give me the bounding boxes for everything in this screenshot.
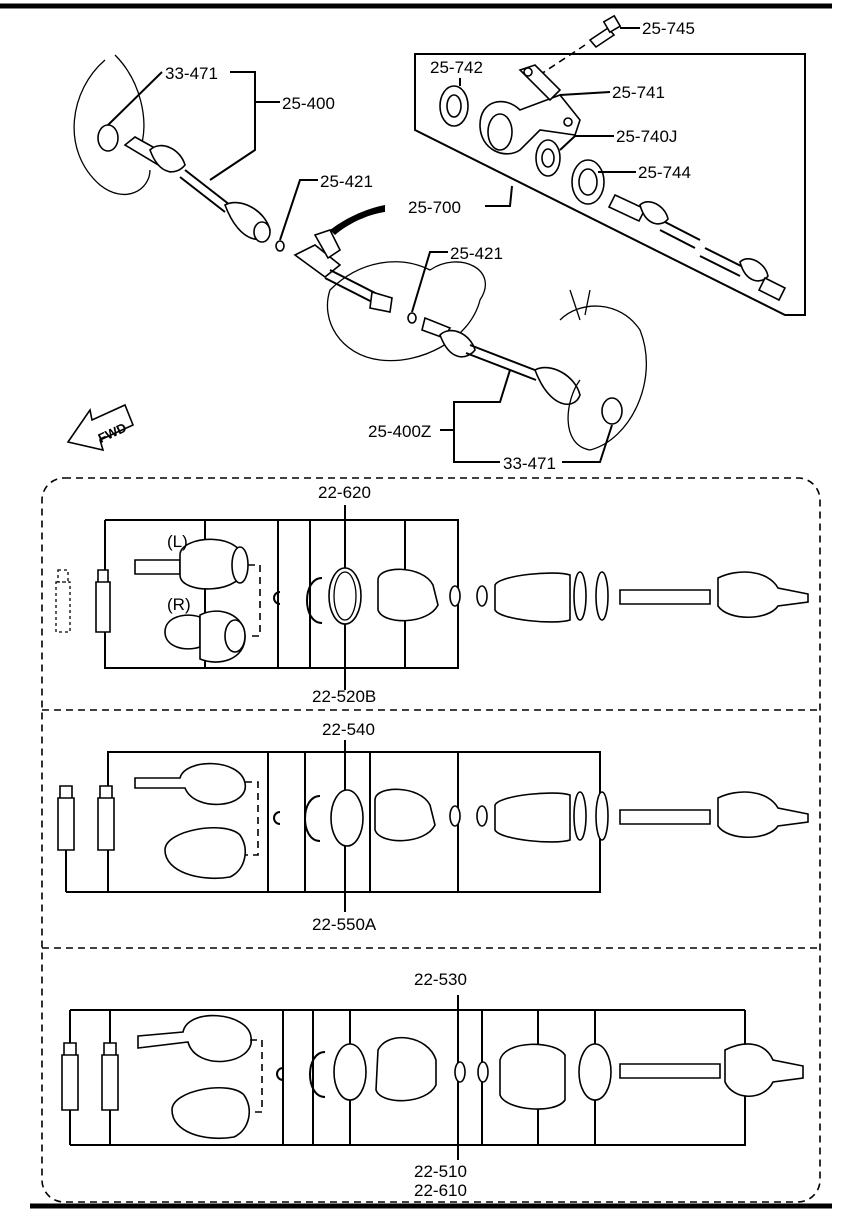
- circlip-p3: [276, 1067, 284, 1081]
- leader-33471b: [562, 424, 613, 463]
- grease-tube-p3b: [101, 1042, 119, 1111]
- inner-joint-p2: [717, 791, 809, 838]
- kit-panel-2: [57, 740, 809, 912]
- band-p2: [330, 789, 364, 847]
- label-25-742: 25-742: [430, 58, 483, 77]
- pointer-arrow: [330, 205, 385, 235]
- label-25-400z: 25-400Z: [368, 422, 431, 441]
- label-22-550a: 22-550A: [312, 915, 377, 934]
- circlip-left: [275, 240, 285, 252]
- label-r-side: (R): [167, 595, 191, 614]
- left-hub-nut: [97, 124, 119, 152]
- grease-tube-b: [95, 569, 111, 633]
- label-22-520b: 22-520B: [312, 687, 376, 706]
- grease-tube-p2b: [97, 785, 115, 851]
- transmission-outline: [326, 261, 487, 362]
- grease-tube-p3a: [61, 1042, 79, 1111]
- outer-boot-p2a: [134, 762, 246, 806]
- outer-boot-p3b: [171, 1087, 250, 1140]
- inner-boot-p2: [374, 788, 436, 842]
- seal-25742: [439, 78, 469, 127]
- right-hub-outline: [559, 305, 647, 451]
- right-driveshaft: [421, 316, 581, 405]
- label-22-610: 22-610: [414, 1181, 467, 1200]
- band-p3b: [578, 1043, 612, 1101]
- bearing-25740j: [535, 135, 614, 177]
- label-l-side: (L): [167, 532, 188, 551]
- circlip-p2: [273, 811, 281, 825]
- leader-25700: [485, 185, 513, 207]
- center-intermediate-shaft: [293, 229, 393, 313]
- label-25-700: 25-700: [408, 198, 461, 217]
- label-22-530: 22-530: [414, 970, 467, 989]
- label-25-400: 25-400: [282, 94, 335, 113]
- inner-boot-p3: [375, 1036, 437, 1102]
- outer-joint-l: [134, 538, 249, 590]
- kit-panels-frame: [41, 477, 821, 1203]
- outer-boot-p3: [499, 1043, 566, 1110]
- band-p1: [328, 567, 362, 625]
- outer-boot-p3a: [137, 1014, 252, 1063]
- label-22-620: 22-620: [318, 483, 371, 502]
- snap-ring-p3: [309, 1051, 326, 1098]
- bearing-support-inset: [414, 53, 806, 316]
- circlip-p1: [273, 591, 281, 605]
- grease-tube-p2a: [57, 785, 75, 851]
- leader-25421a: [279, 179, 318, 241]
- label-33-471-left: 33-471: [165, 64, 218, 83]
- grease-tube-a: [55, 569, 71, 633]
- bolt-25745: [534, 14, 640, 79]
- right-hub-nut: [601, 397, 623, 425]
- inset-intermediate-shaft: [607, 193, 787, 302]
- left-driveshaft: [123, 136, 271, 243]
- label-25-740j: 25-740J: [616, 127, 677, 146]
- outer-boot-p2: [494, 792, 571, 843]
- shaft-p2: [619, 809, 711, 825]
- clamp-p2b: [476, 805, 488, 827]
- leader-25400z: [440, 369, 511, 431]
- outer-joint-r: [164, 610, 246, 663]
- label-25-741: 25-741: [612, 83, 665, 102]
- clamps-p1: [449, 585, 488, 607]
- circlip-right: [407, 312, 417, 324]
- inner-joint-p1: [717, 571, 809, 618]
- band-p2b: [595, 791, 609, 841]
- driveshaft-assembly-view: FWD: [66, 14, 806, 463]
- shaft-p1: [619, 589, 711, 605]
- fwd-arrow-icon: [66, 403, 135, 452]
- shaft-p3: [619, 1063, 721, 1079]
- label-25-744: 25-744: [638, 163, 691, 182]
- label-25-421-left: 25-421: [320, 172, 373, 191]
- label-22-540: 22-540: [322, 720, 375, 739]
- snap-ring-p2: [304, 795, 321, 842]
- clamp-p2a: [449, 805, 461, 827]
- inner-joint-p3: [724, 1043, 804, 1097]
- kit-panel-1: [55, 505, 809, 690]
- leader-25421b: [411, 251, 448, 313]
- left-hub-outline: [73, 59, 151, 196]
- snap-ring-p1: [306, 577, 323, 624]
- label-22-510: 22-510: [414, 1162, 467, 1181]
- boot-band-p1: [573, 571, 609, 621]
- clamp-p3b: [477, 1061, 489, 1083]
- band-p3: [333, 1043, 367, 1101]
- leader-25400: [209, 71, 256, 181]
- inner-boot-p1: [377, 568, 439, 622]
- band-p2a: [573, 791, 587, 841]
- seal-25744: [571, 159, 636, 205]
- leader-33471a: [107, 71, 163, 126]
- clamp-p3a: [454, 1061, 466, 1083]
- label-33-471-right: 33-471: [503, 454, 556, 473]
- outer-boot-p1: [494, 572, 571, 623]
- outer-boot-p2b: [164, 827, 246, 880]
- label-25-745: 25-745: [642, 19, 695, 38]
- kit-panel-3: [61, 995, 804, 1160]
- bracket-25741: [479, 64, 611, 155]
- label-25-421-right: 25-421: [450, 244, 503, 263]
